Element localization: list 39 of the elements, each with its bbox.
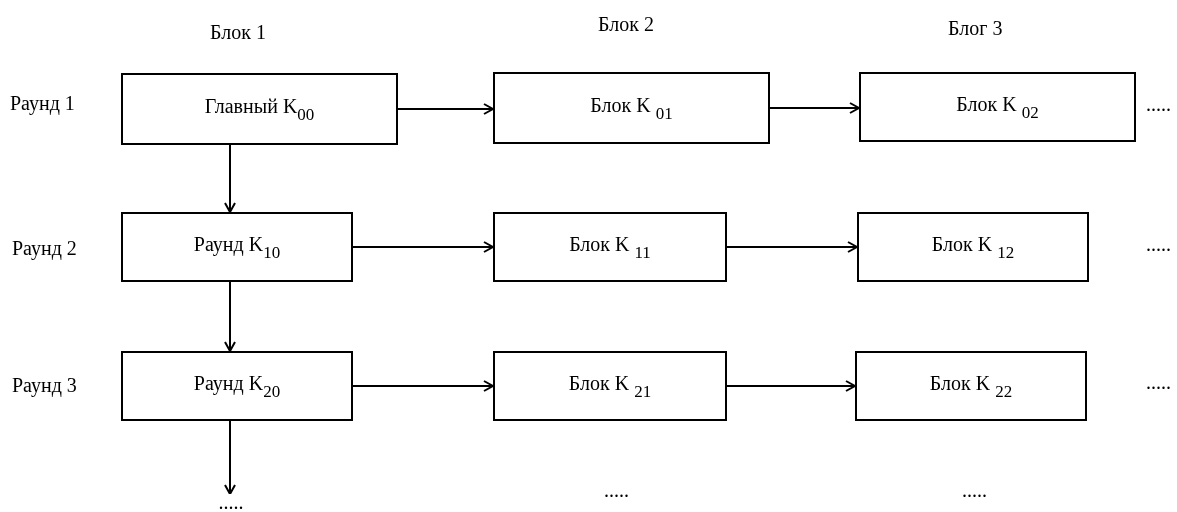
box-label: Блок K $_{02}$: [956, 93, 1039, 121]
arrow: [726, 241, 858, 253]
arrow: [352, 241, 494, 253]
box-label: Блок K $_{22}$: [929, 372, 1013, 400]
label: Блог 3: [948, 18, 1003, 38]
label: .....: [604, 480, 629, 500]
box-label: Раунд K$_{10}$: [193, 233, 281, 261]
process-box: [859, 72, 1136, 142]
arrow: [769, 102, 860, 114]
label: Раунд 2: [12, 238, 77, 258]
arrow: [224, 281, 236, 352]
label: .....: [1146, 372, 1171, 392]
process-box: [493, 351, 727, 421]
box-label: Раунд K$_{20}$: [193, 372, 281, 400]
process-box: [121, 73, 398, 145]
process-box: [857, 212, 1089, 282]
label: Раунд 1: [10, 93, 75, 113]
process-box: [493, 72, 770, 144]
arrow: [726, 380, 856, 392]
label: Блок 2: [598, 14, 654, 34]
label: .....: [1146, 94, 1171, 114]
label: Раунд 3: [12, 375, 77, 395]
label: Блок 1: [210, 22, 266, 42]
process-box: [121, 351, 353, 421]
arrow: [352, 380, 494, 392]
box-label: Блок K $_{12}$: [931, 233, 1015, 261]
process-box: [855, 351, 1087, 421]
ellipsis: .....: [218, 492, 244, 512]
box-label: Блок K $_{21}$: [568, 372, 652, 400]
label: .....: [962, 480, 987, 500]
label: .....: [1146, 234, 1171, 254]
arrow: [224, 144, 236, 213]
process-box: [121, 212, 353, 282]
box-label: Главный K$_{00}$: [204, 95, 315, 123]
box-label: Блок K $_{01}$: [590, 94, 673, 122]
arrow: [397, 103, 494, 115]
arrow: [224, 420, 236, 495]
box-label: Блок K $_{11}$: [569, 233, 651, 261]
process-box: [493, 212, 727, 282]
